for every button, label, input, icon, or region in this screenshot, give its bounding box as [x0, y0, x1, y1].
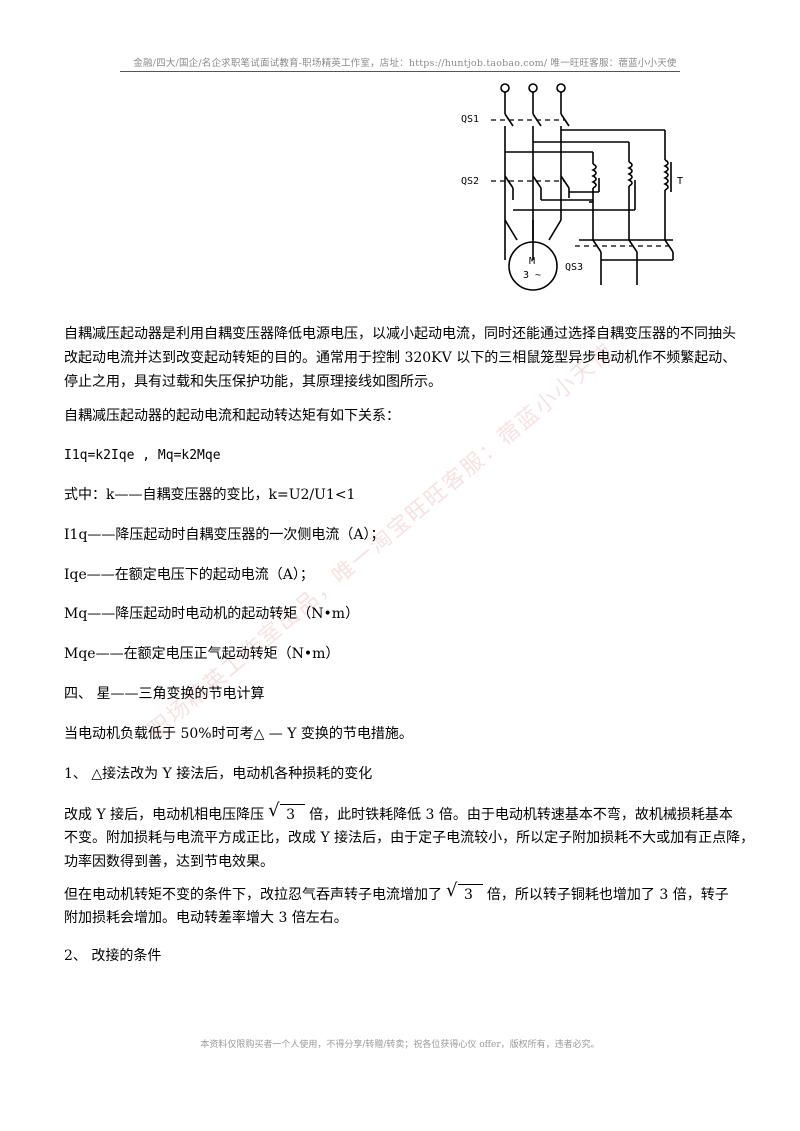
paragraph-intro: 自耦减压起动器是利用自耦变压器降低电源电压，以减小起动电流，同时还能通过选择自耦…	[64, 326, 737, 390]
definition-i1q: I1q——降压起动时自耦变压器的一次侧电流（A）；	[64, 527, 385, 543]
paragraph-rotor-line2: 附加损耗会增加。电动转差率增大 3 倍左右。	[64, 910, 348, 926]
sqrt-symbol: √3	[268, 801, 306, 825]
page-header: 金融/四大/国企/名企求职笔试面试教育-职场精英工作室，店址：https://h…	[133, 58, 677, 69]
definition-mq: Mq——降压起动时电动机的起动转矩（N•m）	[64, 606, 360, 622]
paragraph-y-connection-line3: 功率因数得到善，达到节电效果。	[64, 854, 274, 870]
paragraph-condition: 当电动机负载低于 50%时可考△ — Y 变换的节电措施。	[64, 726, 413, 742]
section-heading-4: 四、 星——三角变换的节电计算	[64, 686, 265, 702]
header-rule	[120, 71, 680, 72]
subheading-1: 1、 △接法改为 Y 接法后，电动机各种损耗的变化	[64, 766, 373, 782]
page-footer: 本资料仅限购买者一个人使用，不得分享/转赠/转卖；祝各位获得心仪 offer，版…	[200, 1040, 600, 1050]
definition-k: 式中：k——自耦变压器的变比，k=U2/U1<1	[64, 487, 356, 503]
text-segment: 倍，所以转子铜耗也增加了 3 倍，转子	[486, 887, 729, 903]
qs1-label: QS1	[461, 114, 479, 125]
definition-iqe: Iqe——在额定电压下的起动电流（A）；	[64, 567, 314, 583]
definition-mqe: Mqe——在额定电压正气起动转矩（N•m）	[64, 646, 340, 662]
text-segment: 但在电动机转矩不变的条件下，改拉忍气吞声转子电流增加了	[64, 887, 442, 903]
sqrt-symbol: √3	[446, 881, 483, 905]
transformer-label: T	[677, 176, 683, 187]
subheading-2: 2、 改接的条件	[64, 948, 162, 964]
motor-label: M	[529, 256, 535, 267]
qs2-label: QS2	[461, 176, 479, 187]
paragraph-relations: 自耦减压起动器的起动电流和起动转达矩有如下关系：	[64, 408, 400, 424]
autotransformer-wiring-diagram: QS1 QS2 QS3 T M 3 ~	[461, 83, 683, 291]
motor-phase-label: 3 ~	[523, 270, 541, 281]
formula-line: I1q=k2Iqe , Mq=k2Mqe	[64, 448, 221, 463]
text-segment: 倍，此时铁耗降低 3 倍。由于电动机转速基本不弯，故机械损耗基本	[309, 807, 733, 823]
text-segment: 改成 Y 接后，电动机相电压降压	[64, 807, 265, 823]
paragraph-y-connection-line2: 不变。附加损耗与电流平方成正比，改成 Y 接法后，由于定子电流较小，所以定子附加…	[64, 830, 755, 846]
qs3-label: QS3	[565, 262, 583, 273]
